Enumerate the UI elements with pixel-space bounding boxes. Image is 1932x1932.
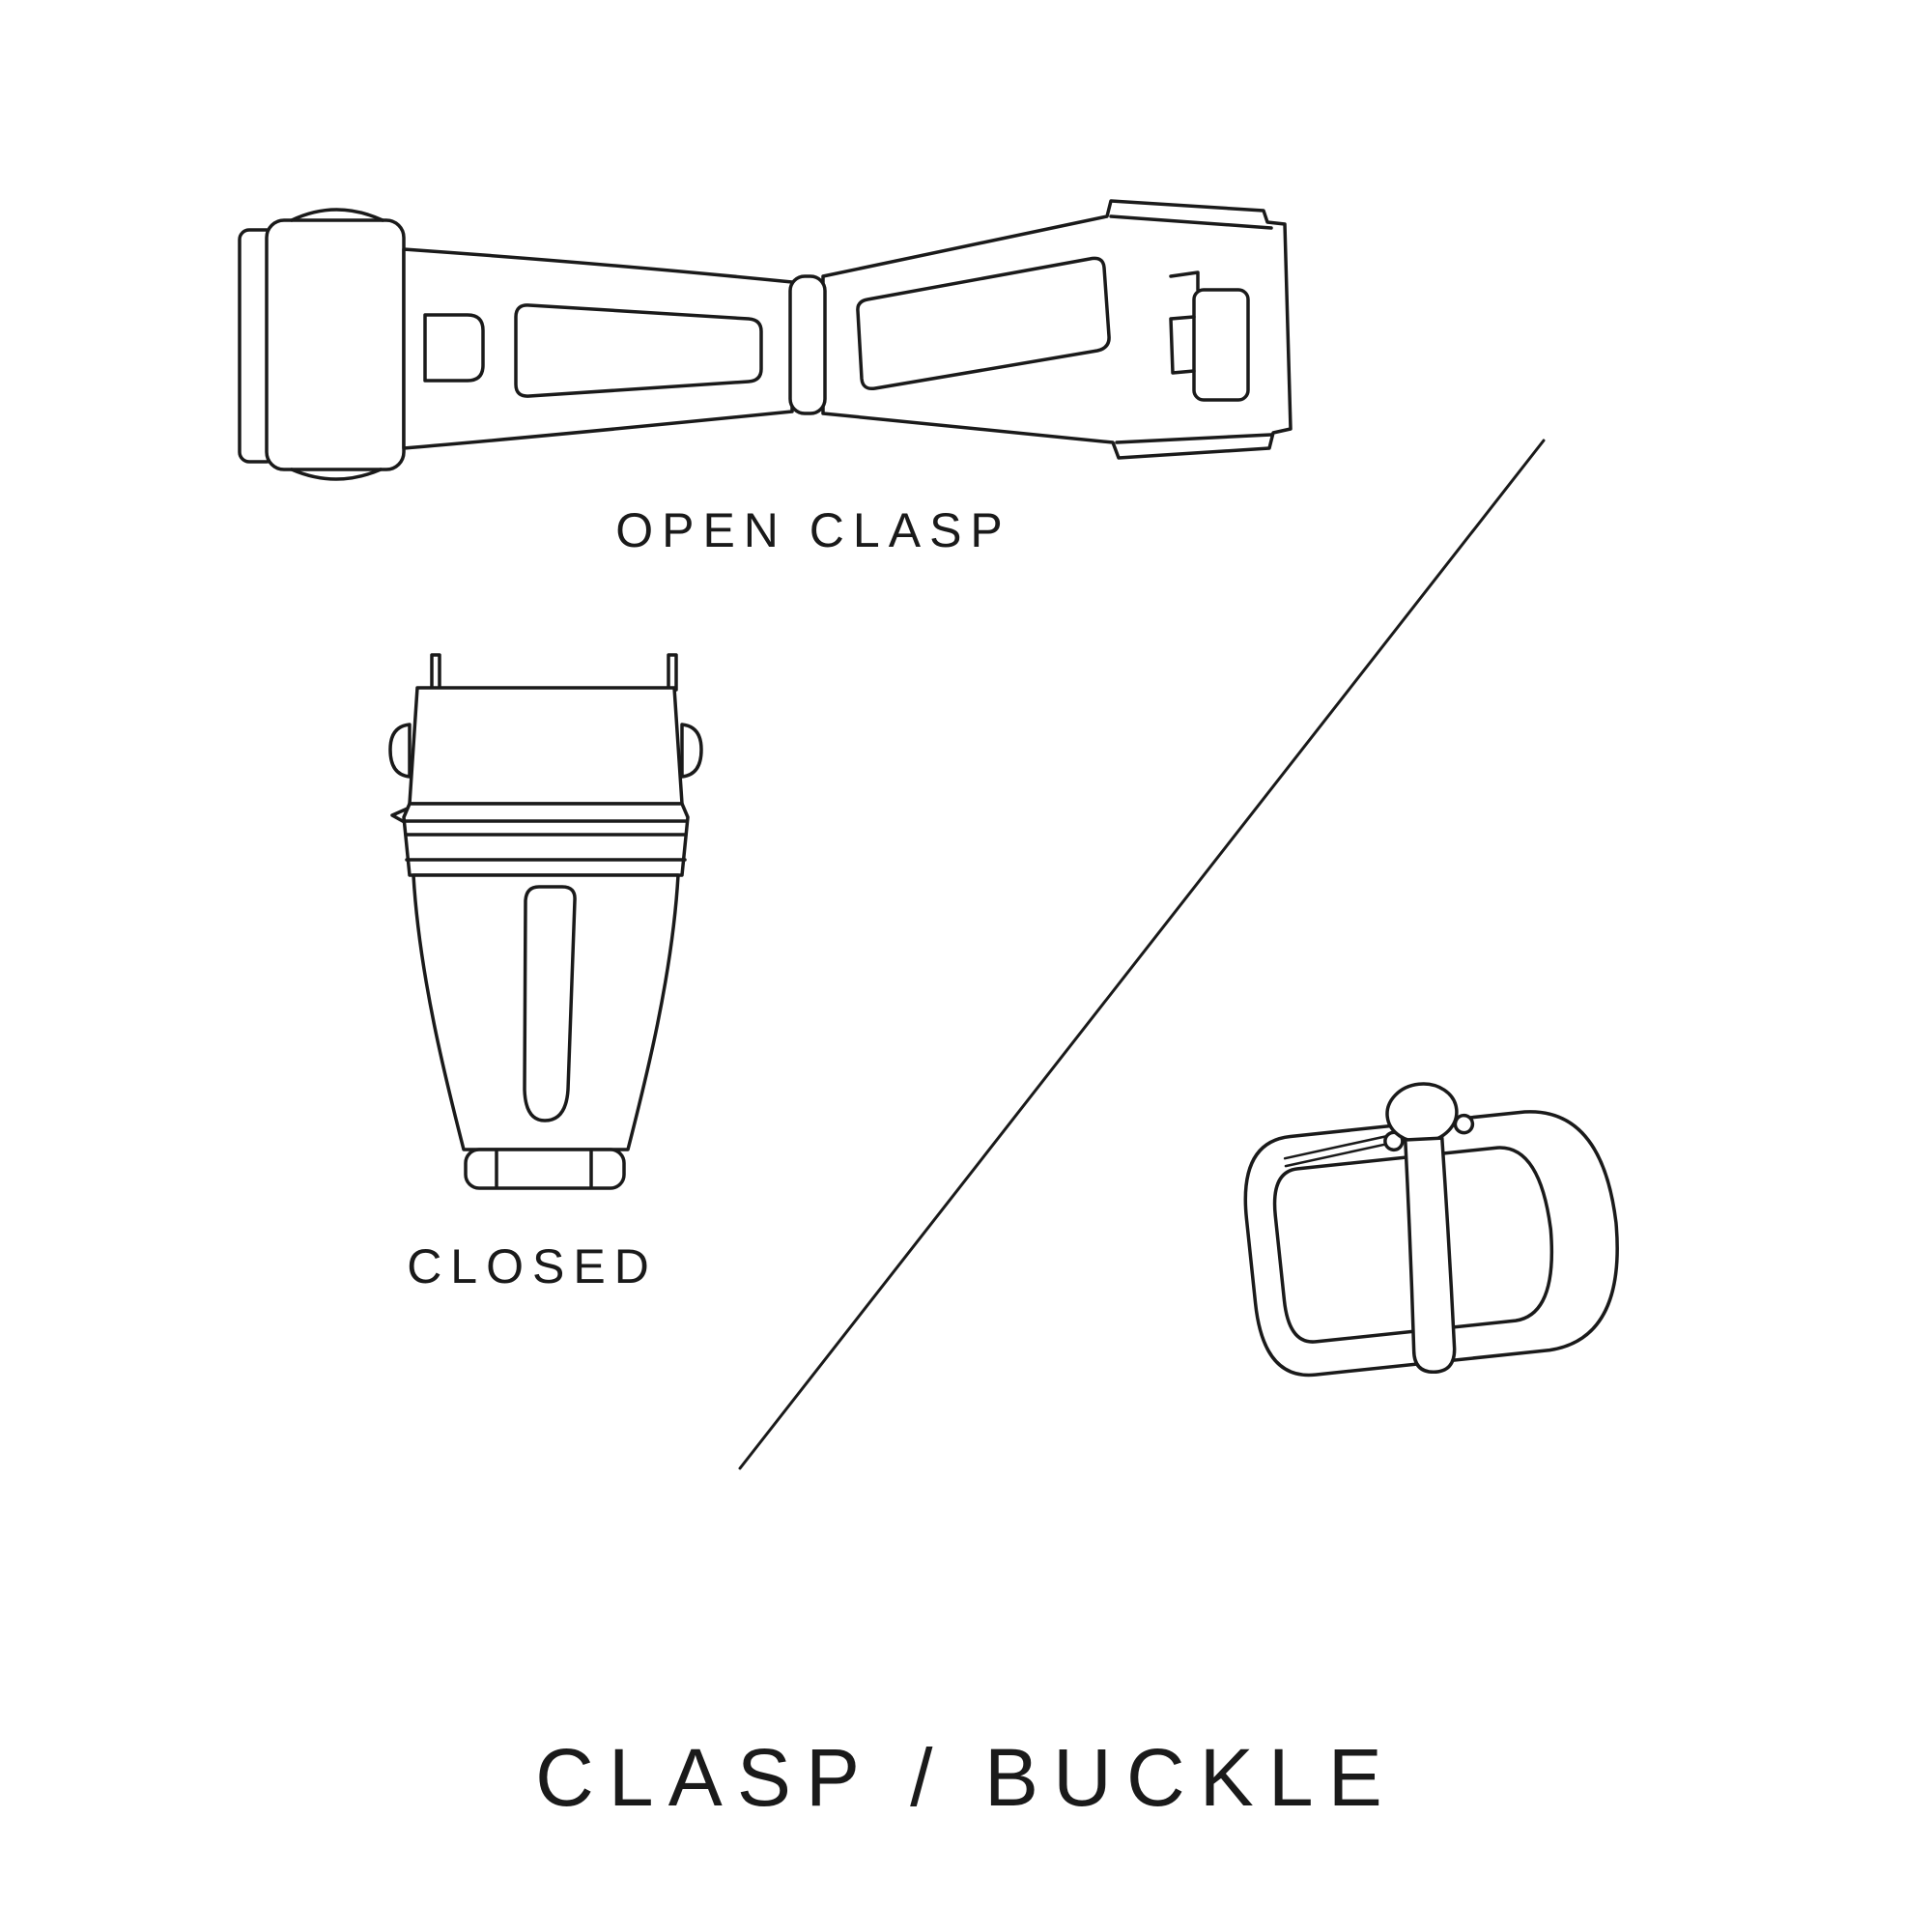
buckle-illustration [1243,1082,1619,1378]
diagram-title: CLASP / BUCKLE [535,1732,1397,1823]
open-clasp-illustration [238,199,1293,481]
divider-line [738,439,1546,1470]
closed-clasp-label: CLOSED [407,1239,658,1293]
open-clasp-label: OPEN CLASP [615,503,1011,557]
closed-clasp-illustration [388,653,703,1190]
